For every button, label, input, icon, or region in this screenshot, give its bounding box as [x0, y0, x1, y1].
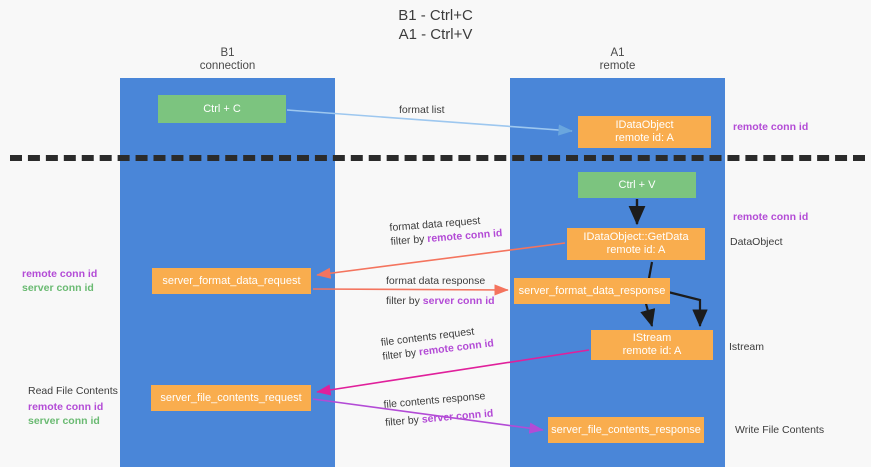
filter-prefix: filter by	[390, 233, 428, 248]
edge-label-format-list-text: format list	[399, 104, 445, 116]
annotation-read-file-contents: Read File Contents	[28, 385, 118, 399]
lane-header-b1: B1 connection	[120, 47, 335, 73]
annotation-remote-conn-id-text: remote conn id	[22, 268, 98, 280]
diagram-title: B1 - Ctrl+C A1 - Ctrl+V	[0, 6, 871, 44]
node-idataobject-line2: remote id: A	[615, 132, 674, 144]
node-server-format-data-request-label: server_format_data_request	[162, 274, 301, 287]
node-getdata-line1: IDataObject::GetData	[583, 231, 689, 243]
filter-prefix: filter by	[386, 295, 423, 307]
node-ctrl-c-label: Ctrl + C	[203, 102, 241, 115]
node-ctrl-v[interactable]: Ctrl + V	[578, 172, 696, 198]
lane-header-b1-name: B1	[220, 47, 235, 59]
node-istream-line1: IStream	[632, 332, 672, 344]
annotation-write-file-contents-text: Write File Contents	[735, 424, 825, 436]
filter-prefix: filter by	[384, 413, 423, 429]
node-server-file-contents-response[interactable]: server_file_contents_response	[548, 417, 704, 443]
title-line-2: A1 - Ctrl+V	[398, 26, 473, 43]
lane-header-a1: A1 remote	[510, 47, 725, 73]
annotation-remote-conn-id-top: remote conn id	[733, 121, 808, 135]
filter-key-server-conn-id: server conn id	[422, 295, 495, 307]
edge-label-file-contents-request: file contents request filter by remote c…	[380, 322, 495, 363]
annotation-dataobject: DataObject	[730, 236, 783, 250]
node-server-file-contents-response-label: server_file_contents_response	[551, 423, 701, 436]
annotation-istream-text: Istream	[729, 341, 765, 353]
edge-label-format-data-response-text: format data response	[386, 275, 486, 287]
node-istream-line2: remote id: A	[622, 345, 682, 357]
node-getdata-text: IDataObject::GetData remote id: A	[583, 231, 688, 257]
filter-prefix: filter by	[381, 346, 420, 363]
annotation-server-conn-id-text: server conn id	[22, 281, 94, 294]
annotation-server-conn-id-text: server conn id	[28, 414, 100, 427]
lane-header-a1-role: remote	[599, 60, 636, 72]
node-istream[interactable]: IStream remote id: A	[591, 330, 713, 360]
annotation-conn-ids-bottom: remote conn id server conn id	[28, 401, 103, 428]
phase-divider	[10, 155, 865, 161]
node-idataobject-line1: IDataObject	[615, 119, 674, 131]
edge-label-format-data-request: format data request filter by remote con…	[389, 212, 503, 249]
lane-header-b1-role: connection	[199, 60, 256, 72]
annotation-remote-conn-id-text: remote conn id	[28, 401, 104, 413]
node-server-file-contents-request[interactable]: server_file_contents_request	[151, 385, 311, 411]
annotation-istream: Istream	[729, 341, 764, 355]
annotation-dataobject-text: DataObject	[730, 236, 783, 248]
node-idataobject-text: IDataObject remote id: A	[615, 119, 674, 145]
annotation-conn-ids-mid: remote conn id server conn id	[22, 268, 97, 295]
node-istream-text: IStream remote id: A	[623, 332, 682, 358]
filter-key-server-conn-id: server conn id	[421, 407, 494, 426]
node-idataobject[interactable]: IDataObject remote id: A	[578, 116, 711, 148]
annotation-remote-conn-id-text: remote conn id	[733, 211, 809, 223]
annotation-read-file-contents-text: Read File Contents	[28, 385, 118, 397]
annotation-write-file-contents: Write File Contents	[735, 424, 824, 438]
node-server-file-contents-request-label: server_file_contents_request	[160, 391, 302, 404]
node-getdata-line2: remote id: A	[606, 244, 666, 256]
annotation-remote-conn-id-mid: remote conn id	[733, 211, 808, 225]
edge-label-file-contents-response: file contents response filter by server …	[383, 389, 494, 430]
node-ctrl-v-label: Ctrl + V	[618, 178, 656, 191]
node-server-format-data-request[interactable]: server_format_data_request	[152, 268, 311, 294]
node-idataobject-getdata[interactable]: IDataObject::GetData remote id: A	[567, 228, 705, 260]
edge-label-format-data-response: format data response filter by server co…	[386, 274, 495, 308]
annotation-remote-conn-id-text: remote conn id	[733, 121, 809, 133]
node-ctrl-c[interactable]: Ctrl + C	[158, 95, 286, 123]
edge-label-format-list: format list	[399, 103, 445, 117]
node-server-format-data-response[interactable]: server_format_data_response	[514, 278, 670, 304]
lane-header-a1-name: A1	[610, 47, 625, 59]
title-line-1: B1 - Ctrl+C	[398, 7, 473, 24]
edge-label-format-data-response-filter: filter by server conn id	[386, 294, 495, 308]
node-server-format-data-response-label: server_format_data_response	[518, 284, 666, 297]
